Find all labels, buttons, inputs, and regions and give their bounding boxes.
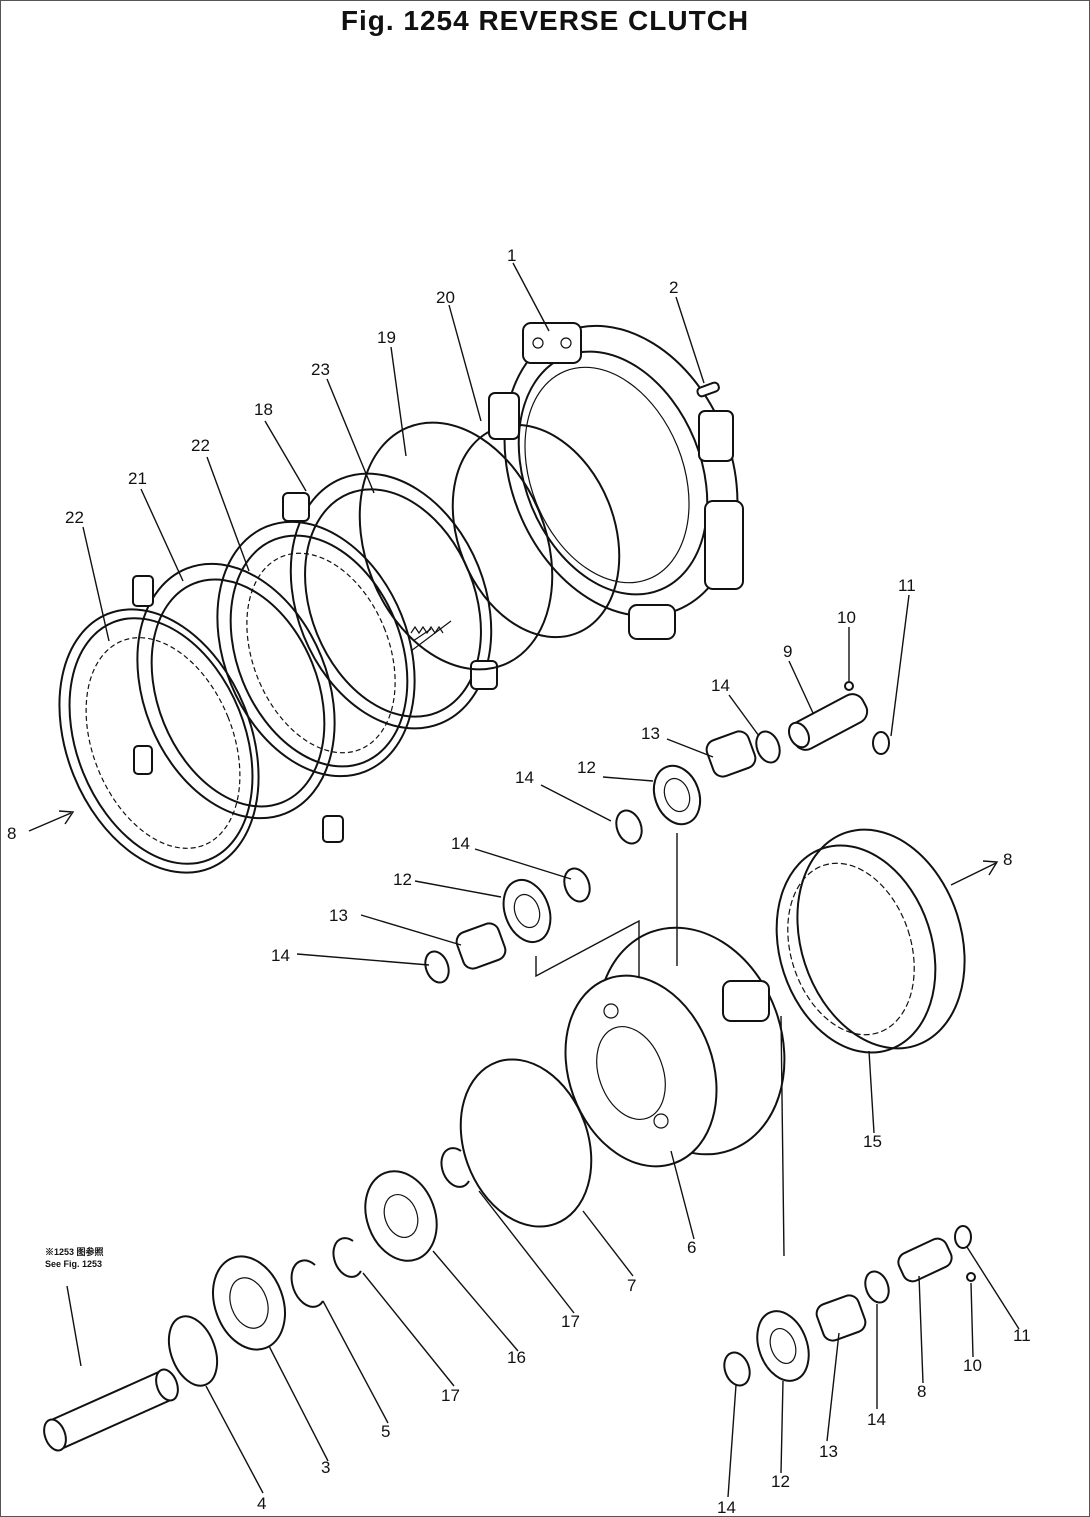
part-5-circlip (290, 1259, 324, 1308)
callout-22b: 22 (191, 436, 210, 455)
reference-note-line-1: ※1253 图参照 (45, 1246, 104, 1257)
middle-pinion-set (424, 867, 591, 984)
part-3-gear (212, 1255, 286, 1351)
callout-12c: 12 (771, 1472, 790, 1491)
part-18-plate (282, 472, 498, 730)
part-15-ring-gear (775, 828, 966, 1054)
callout-15: 15 (863, 1132, 882, 1151)
callout-10b: 10 (963, 1356, 982, 1375)
part-19-ring (358, 421, 554, 671)
callout-20: 20 (436, 288, 455, 307)
callout-11b: 11 (1013, 1326, 1031, 1345)
callout-14b: 14 (515, 768, 534, 787)
part-2-pin (696, 381, 720, 398)
callout-1: 1 (507, 246, 516, 265)
part-23-spring (410, 625, 444, 635)
callout-22a: 22 (65, 508, 84, 527)
callout-10a: 10 (837, 608, 856, 627)
part-4-ring (167, 1315, 219, 1387)
callout-12b: 12 (393, 870, 412, 889)
assembly-bracket-line (535, 919, 640, 991)
callout-12a: 12 (577, 758, 596, 777)
part-17-circlip-lower (332, 1237, 362, 1278)
direction-arrow-right (950, 860, 999, 886)
callout-8b: 8 (1003, 850, 1012, 869)
callout-14c: 14 (451, 834, 470, 853)
lower-pinion-alignment-line (780, 1015, 785, 1257)
leader-lines (66, 262, 1020, 1498)
reference-note-line-2: See Fig. 1253 (45, 1259, 102, 1269)
callout-6: 6 (687, 1238, 696, 1257)
upper-pinion-set (615, 681, 890, 845)
callout-14f: 14 (867, 1410, 886, 1429)
figure-title: Fig. 1254 REVERSE CLUTCH (340, 5, 750, 36)
part-22-front-disc (58, 608, 260, 874)
part-6-carrier (564, 926, 786, 1168)
callout-18: 18 (254, 400, 273, 419)
part-17-circlip-upper (440, 1147, 470, 1188)
callout-21: 21 (128, 469, 147, 488)
part-7-ring (459, 1058, 593, 1228)
lower-pinion-set (723, 1225, 976, 1387)
part-22-second-disc (216, 520, 416, 778)
callout-16: 16 (507, 1348, 526, 1367)
callout-8c: 8 (917, 1382, 926, 1401)
callout-13a: 13 (641, 724, 660, 743)
callout-4: 4 (257, 1494, 266, 1513)
callout-8a: 8 (7, 824, 16, 843)
callout-23: 23 (311, 360, 330, 379)
reference-note: ※1253 图参照 See Fig. 1253 (45, 1246, 104, 1269)
callout-17b: 17 (441, 1386, 460, 1405)
part-1-housing (488, 322, 744, 640)
callout-3: 3 (321, 1458, 330, 1477)
part-16-gear (364, 1170, 438, 1262)
callout-5: 5 (381, 1422, 390, 1441)
callout-13b: 13 (329, 906, 348, 925)
callout-11a: 11 (898, 576, 916, 595)
part-20-ring (451, 423, 621, 639)
callout-7: 7 (627, 1276, 636, 1295)
callout-14a: 14 (711, 676, 730, 695)
callout-14e: 14 (717, 1498, 736, 1516)
callout-labels: 1 2 20 19 23 18 22 21 22 11 10 9 14 13 1… (7, 246, 1031, 1516)
callout-13c: 13 (819, 1442, 838, 1461)
callout-19: 19 (377, 328, 396, 347)
callout-9: 9 (783, 642, 792, 661)
callout-17a: 17 (561, 1312, 580, 1331)
callout-14d: 14 (271, 946, 290, 965)
shaft-reference-part (43, 1368, 179, 1452)
part-21-plate (132, 562, 344, 843)
direction-arrow-left (28, 810, 75, 832)
callout-2: 2 (669, 278, 678, 297)
